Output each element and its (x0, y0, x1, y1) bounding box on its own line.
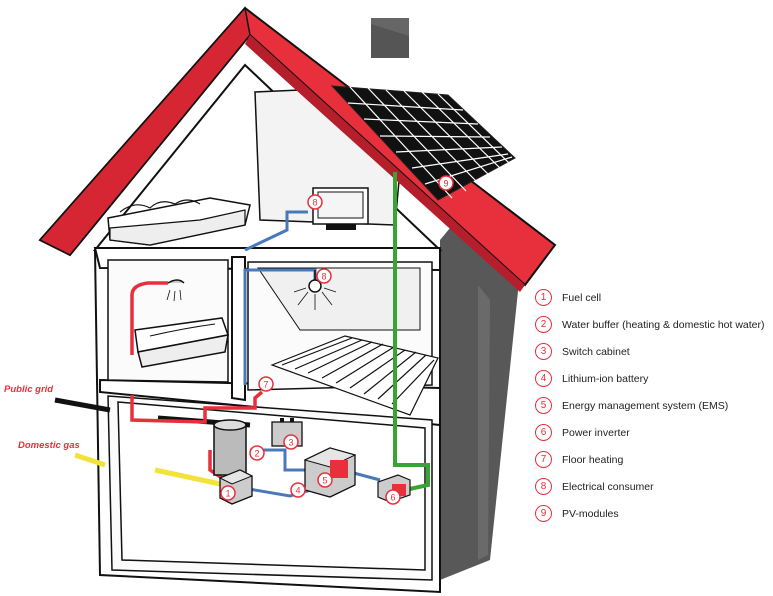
legend-number: 9 (535, 505, 552, 522)
legend-number: 6 (535, 424, 552, 441)
svg-text:3: 3 (288, 438, 293, 448)
svg-text:6: 6 (390, 493, 395, 503)
svg-text:4: 4 (295, 486, 300, 496)
lamp (293, 270, 337, 310)
legend-item-water-buffer: 2 Water buffer (heating & domestic hot w… (535, 311, 771, 338)
legend-item-floor-heating: 7 Floor heating (535, 446, 771, 473)
tv (312, 187, 369, 230)
legend-label: Water buffer (heating & domestic hot wat… (562, 318, 765, 331)
svg-text:7: 7 (263, 380, 268, 390)
legend-item-battery: 4 Lithium-ion battery (535, 365, 771, 392)
gas-line (74, 452, 226, 488)
water-buffer-tank (213, 419, 247, 476)
legend-item-fuel-cell: 1 Fuel cell (535, 284, 771, 311)
shower-head (166, 279, 185, 302)
svg-text:2: 2 (254, 449, 259, 459)
legend-item-consumer: 8 Electrical consumer (535, 473, 771, 500)
legend-number: 8 (535, 478, 552, 495)
legend: 1 Fuel cell 2 Water buffer (heating & do… (535, 284, 771, 527)
svg-text:8: 8 (312, 198, 317, 208)
badge-battery: 4 (290, 482, 306, 498)
bathtub (134, 317, 229, 368)
legend-label: Switch cabinet (562, 345, 630, 358)
badge-consumer-lamp: 8 (316, 268, 332, 284)
bed (107, 197, 251, 246)
svg-text:1: 1 (225, 489, 230, 499)
roof (38, 6, 557, 292)
legend-item-ems: 5 Energy management system (EMS) (535, 392, 771, 419)
legend-number: 3 (535, 343, 552, 360)
legend-number: 1 (535, 289, 552, 306)
svg-text:8: 8 (321, 272, 326, 282)
domestic-gas-label: Domestic gas (18, 440, 80, 451)
badge-water-buffer: 2 (249, 445, 265, 461)
legend-label: Lithium-ion battery (562, 372, 649, 385)
badge-floor-heating: 7 (258, 376, 274, 392)
svg-text:9: 9 (443, 179, 448, 189)
badge-switch-cabinet: 3 (283, 434, 299, 450)
legend-number: 7 (535, 451, 552, 468)
legend-number: 2 (535, 316, 552, 333)
badge-inverter: 6 (385, 489, 401, 505)
legend-label: Floor heating (562, 453, 624, 466)
legend-label: Electrical consumer (562, 480, 654, 493)
legend-item-pv: 9 PV-modules (535, 500, 771, 527)
legend-item-inverter: 6 Power inverter (535, 419, 771, 446)
badge-pv: 9 (438, 175, 454, 191)
badge-consumer-tv: 8 (307, 194, 323, 210)
chimney (371, 18, 409, 58)
pv-modules (330, 85, 516, 201)
legend-label: Power inverter (562, 426, 630, 439)
legend-number: 4 (535, 370, 552, 387)
legend-label: Fuel cell (562, 291, 602, 304)
svg-text:5: 5 (322, 476, 327, 486)
legend-item-switch-cabinet: 3 Switch cabinet (535, 338, 771, 365)
pv-line (393, 172, 430, 492)
badge-ems: 5 (317, 472, 333, 488)
badge-fuel-cell: 1 (220, 485, 236, 501)
legend-label: PV-modules (562, 507, 619, 520)
public-grid-label: Public grid (4, 384, 53, 395)
legend-number: 5 (535, 397, 552, 414)
legend-label: Energy management system (EMS) (562, 399, 729, 412)
